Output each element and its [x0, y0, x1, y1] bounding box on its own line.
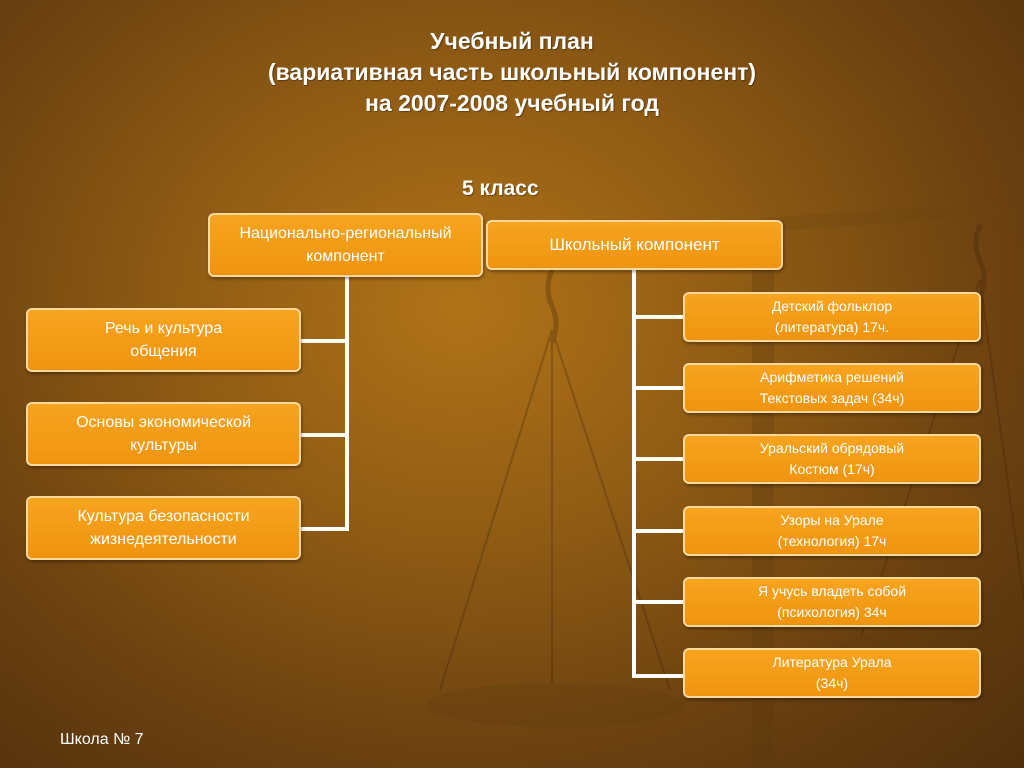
- school-item: Я учусь владеть собой (психология) 34ч: [683, 577, 981, 627]
- school-item-line-2: (34ч): [773, 673, 892, 694]
- regional-item: Основы экономической культуры: [26, 402, 301, 466]
- regional-item: Речь и культура общения: [26, 308, 301, 372]
- school-item-line-2: Текстовых задач (34ч): [760, 388, 905, 409]
- regional-item-line-1: Речь и культура: [105, 317, 222, 340]
- school-connector-1: [632, 315, 684, 319]
- class-label: 5 класс: [462, 177, 539, 201]
- school-header-label: Школьный компонент: [549, 233, 719, 257]
- regional-item-line-2: жизнедеятельности: [77, 528, 249, 551]
- school-item-line-1: Узоры на Урале: [778, 510, 887, 531]
- regional-header-line-2: компонент: [239, 245, 451, 268]
- school-item-line-1: Детский фольклор: [772, 296, 892, 317]
- regional-item-line-1: Культура безопасности: [77, 505, 249, 528]
- regional-trunk: [345, 277, 349, 531]
- school-item-line-1: Литература Урала: [773, 652, 892, 673]
- school-connector-5: [632, 600, 684, 604]
- school-item-line-1: Уральский обрядовый: [760, 438, 904, 459]
- title-line-2: (вариативная часть школьный компонент): [200, 57, 824, 88]
- school-connector-3: [632, 457, 684, 461]
- regional-connector-3: [300, 527, 349, 531]
- regional-connector-1: [300, 339, 349, 343]
- school-item-line-2: (психология) 34ч: [758, 602, 906, 623]
- regional-item-line-2: общения: [105, 340, 222, 363]
- regional-connector-2: [300, 433, 349, 437]
- regional-item-line-1: Основы экономической: [76, 411, 251, 434]
- school-item-line-1: Арифметика решений: [760, 367, 905, 388]
- regional-item-line-2: культуры: [76, 434, 251, 457]
- school-item-line-2: Костюм (17ч): [760, 459, 904, 480]
- school-component-header: Школьный компонент: [486, 220, 783, 270]
- regional-header-line-1: Национально-региональный: [239, 222, 451, 245]
- school-item: Арифметика решений Текстовых задач (34ч): [683, 363, 981, 413]
- regional-item: Культура безопасности жизнедеятельности: [26, 496, 301, 560]
- regional-component-header: Национально-региональный компонент: [208, 213, 483, 277]
- slide-title: Учебный план (вариативная часть школьный…: [200, 26, 824, 119]
- school-item-line-1: Я учусь владеть собой: [758, 581, 906, 602]
- school-trunk: [632, 270, 636, 678]
- school-item: Литература Урала (34ч): [683, 648, 981, 698]
- school-item-line-2: (технология) 17ч: [778, 531, 887, 552]
- school-item: Узоры на Урале (технология) 17ч: [683, 506, 981, 556]
- school-connector-4: [632, 529, 684, 533]
- title-line-3: на 2007-2008 учебный год: [200, 88, 824, 119]
- title-line-1: Учебный план: [200, 26, 824, 57]
- school-item: Уральский обрядовый Костюм (17ч): [683, 434, 981, 484]
- school-connector-6: [632, 674, 684, 678]
- school-footer: Школа № 7: [60, 731, 144, 749]
- school-item-line-2: (литература) 17ч.: [772, 317, 892, 338]
- school-item: Детский фольклор (литература) 17ч.: [683, 292, 981, 342]
- school-connector-2: [632, 386, 684, 390]
